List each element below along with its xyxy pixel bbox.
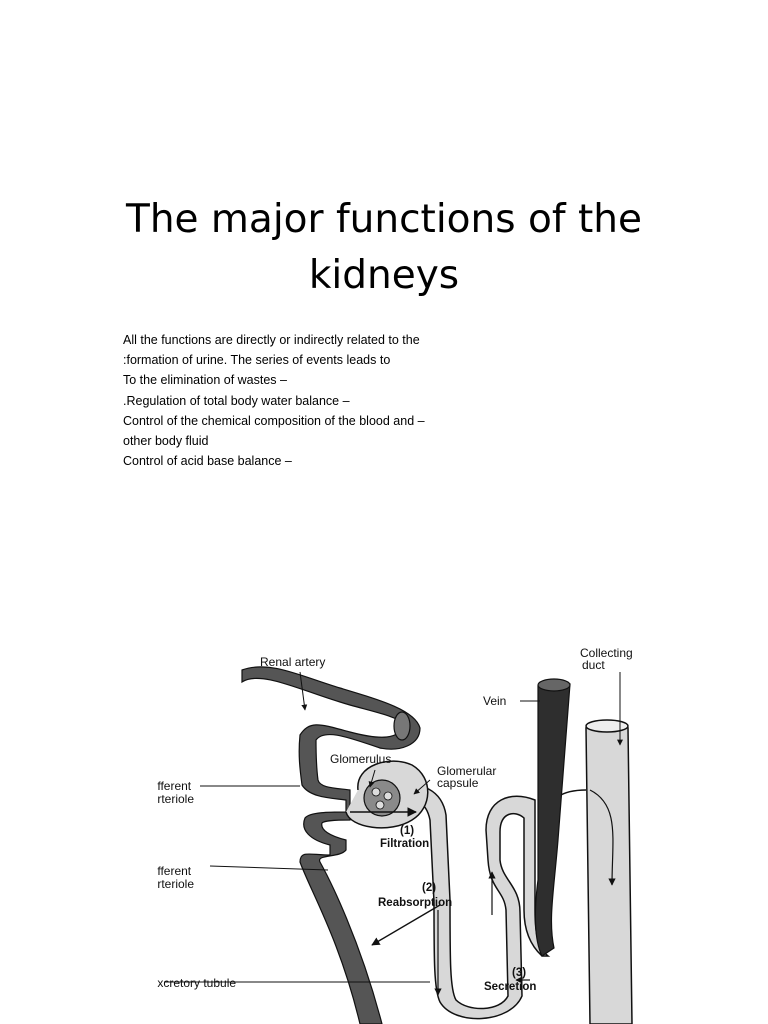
reabsorption-arrow <box>371 904 441 946</box>
label-vein: Vein <box>483 694 506 708</box>
collecting-flow-arrow <box>589 789 616 886</box>
nephron-diagram: Renal artery Collecting duct Vein Glomer… <box>150 640 670 1024</box>
glomerulus-loop <box>383 791 393 801</box>
label-glomerular-capsule-1: Glomerular <box>437 764 496 778</box>
label-excretory-tubule: xcretory tubule <box>154 976 236 990</box>
collecting-duct-opening <box>585 719 629 733</box>
label-renal-artery: Renal artery <box>260 655 325 669</box>
glomerulus <box>363 779 401 817</box>
renal-artery-pointer <box>299 671 308 711</box>
renal-artery-opening <box>393 711 411 741</box>
label-filtration-num: (1) <box>400 825 414 837</box>
body-line: All the functions are directly or indire… <box>123 333 420 347</box>
label-secretion-num: (3) <box>512 967 526 979</box>
body-line: To the elimination of wastes – <box>123 373 287 388</box>
slide-body-text: All the functions are directly or indire… <box>123 330 543 471</box>
nephron-diagram-svg: Renal artery Collecting duct Vein Glomer… <box>154 646 633 1024</box>
label-reabsorption-num: (2) <box>422 882 436 894</box>
glomerulus-loop <box>371 787 381 797</box>
slide-title-line-1: The major functions of the <box>126 197 642 242</box>
body-line: .Regulation of total body water balance … <box>123 393 350 408</box>
label-afferent-1: fferent <box>154 779 192 793</box>
label-secretion: Secretion <box>484 981 536 993</box>
label-reabsorption: Reabsorption <box>378 897 452 909</box>
slide-title: The major functions of the kidneys <box>0 192 768 304</box>
body-line: other body fluid <box>123 434 209 449</box>
glomerular-capsule-tubule <box>397 784 551 1020</box>
label-efferent-1: fferent <box>154 864 192 878</box>
glomerulus-pointer <box>368 769 376 788</box>
label-collecting-duct-1: Collecting <box>580 646 633 660</box>
vein-opening <box>537 678 571 692</box>
vein <box>534 683 571 957</box>
label-filtration: Filtration <box>380 838 429 850</box>
body-line: :formation of urine. The series of event… <box>123 353 391 368</box>
label-afferent-2: rteriole <box>154 792 194 806</box>
capsule-pointer <box>413 779 431 795</box>
label-glomerular-capsule-2: capsule <box>437 776 479 790</box>
label-efferent-2: rteriole <box>154 877 194 891</box>
collecting-duct <box>585 721 633 1024</box>
glomerulus-loop <box>375 800 385 810</box>
body-line: Control of the chemical composition of t… <box>123 413 425 428</box>
body-line: Control of acid base balance – <box>123 454 292 469</box>
label-glomerulus: Glomerulus <box>330 752 391 766</box>
label-collecting-duct-2: duct <box>582 658 605 672</box>
efferent-pointer <box>209 865 329 871</box>
slide-title-line-2: kidneys <box>308 253 460 298</box>
